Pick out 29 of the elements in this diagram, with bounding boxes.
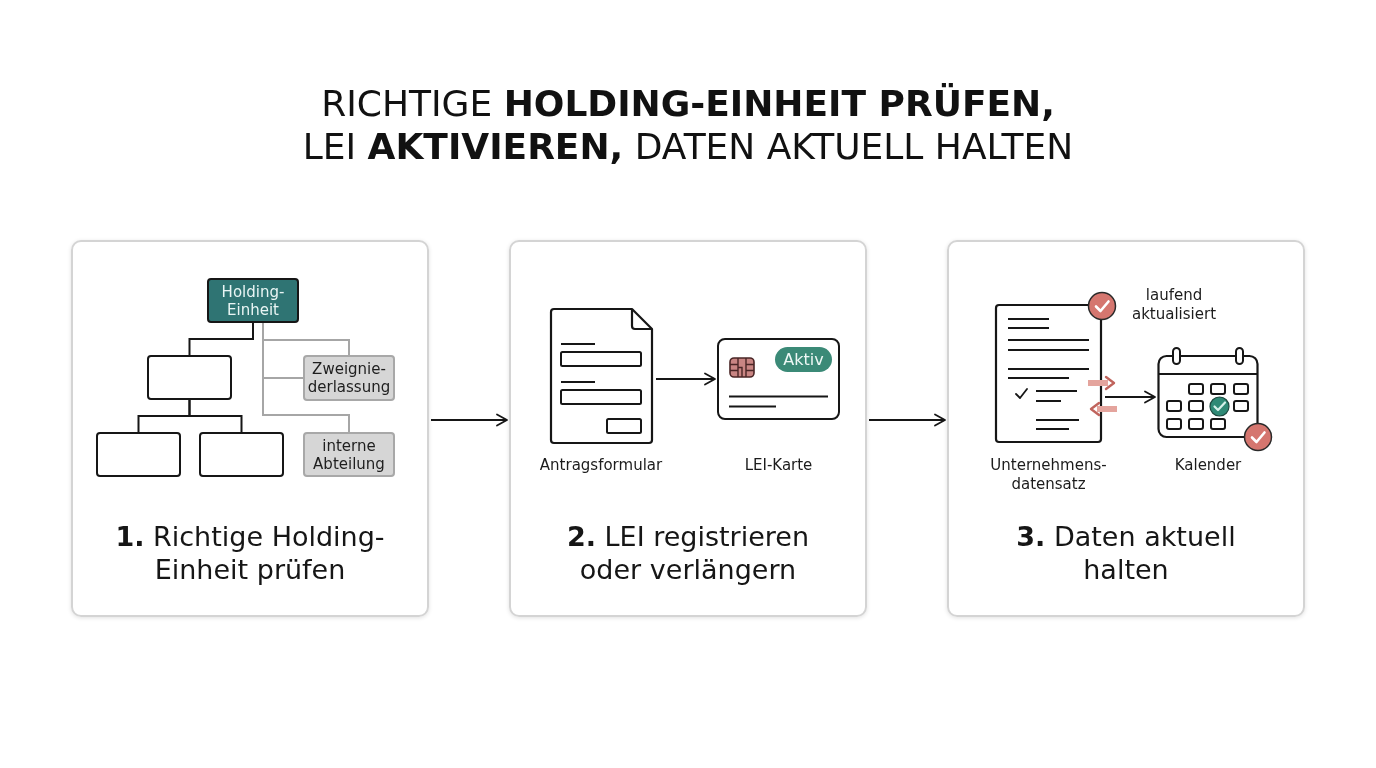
org-chart-box xyxy=(199,432,284,477)
org-chart-box xyxy=(147,355,232,400)
box-label: Zweignie-derlassung xyxy=(307,360,391,396)
illustration-caption: Unternehmens-datensatz xyxy=(990,456,1107,493)
arrow xyxy=(1104,390,1156,404)
arrow xyxy=(655,372,716,386)
illustration-caption: Antragsformular xyxy=(539,456,663,474)
connector-line xyxy=(262,322,350,433)
org-chart-box xyxy=(96,432,181,477)
org-chart-box xyxy=(303,432,395,477)
diagram-title: RICHTIGE HOLDING-EINHEIT PRÜFEN, LEI AKTIVIEREN, DATEN AKTUELL HALTEN xyxy=(302,83,1074,167)
step-heading: 2. LEI registrieren oder verlängern xyxy=(566,521,810,585)
step-heading: 1. Richtige Holding-Einheit prüfen xyxy=(115,521,385,585)
step-card xyxy=(71,240,429,617)
connector-line xyxy=(188,399,243,433)
illustration-caption: Kalender xyxy=(1174,456,1242,474)
org-chart-box xyxy=(207,278,299,323)
step-heading: 3. Daten aktuell halten xyxy=(1016,521,1236,585)
box-label: Holding-Einheit xyxy=(220,282,286,319)
status-note: laufend aktualisiert xyxy=(1131,286,1217,323)
arrow xyxy=(430,413,508,427)
box-label: interne Abteilung xyxy=(312,436,386,473)
connector-line xyxy=(188,322,254,356)
step-card xyxy=(947,240,1305,617)
arrow xyxy=(868,413,946,427)
step-card xyxy=(509,240,867,617)
status-pill xyxy=(775,347,832,372)
illustration-caption: LEI-Karte xyxy=(744,456,813,474)
pill-label: Aktiv xyxy=(783,350,824,369)
